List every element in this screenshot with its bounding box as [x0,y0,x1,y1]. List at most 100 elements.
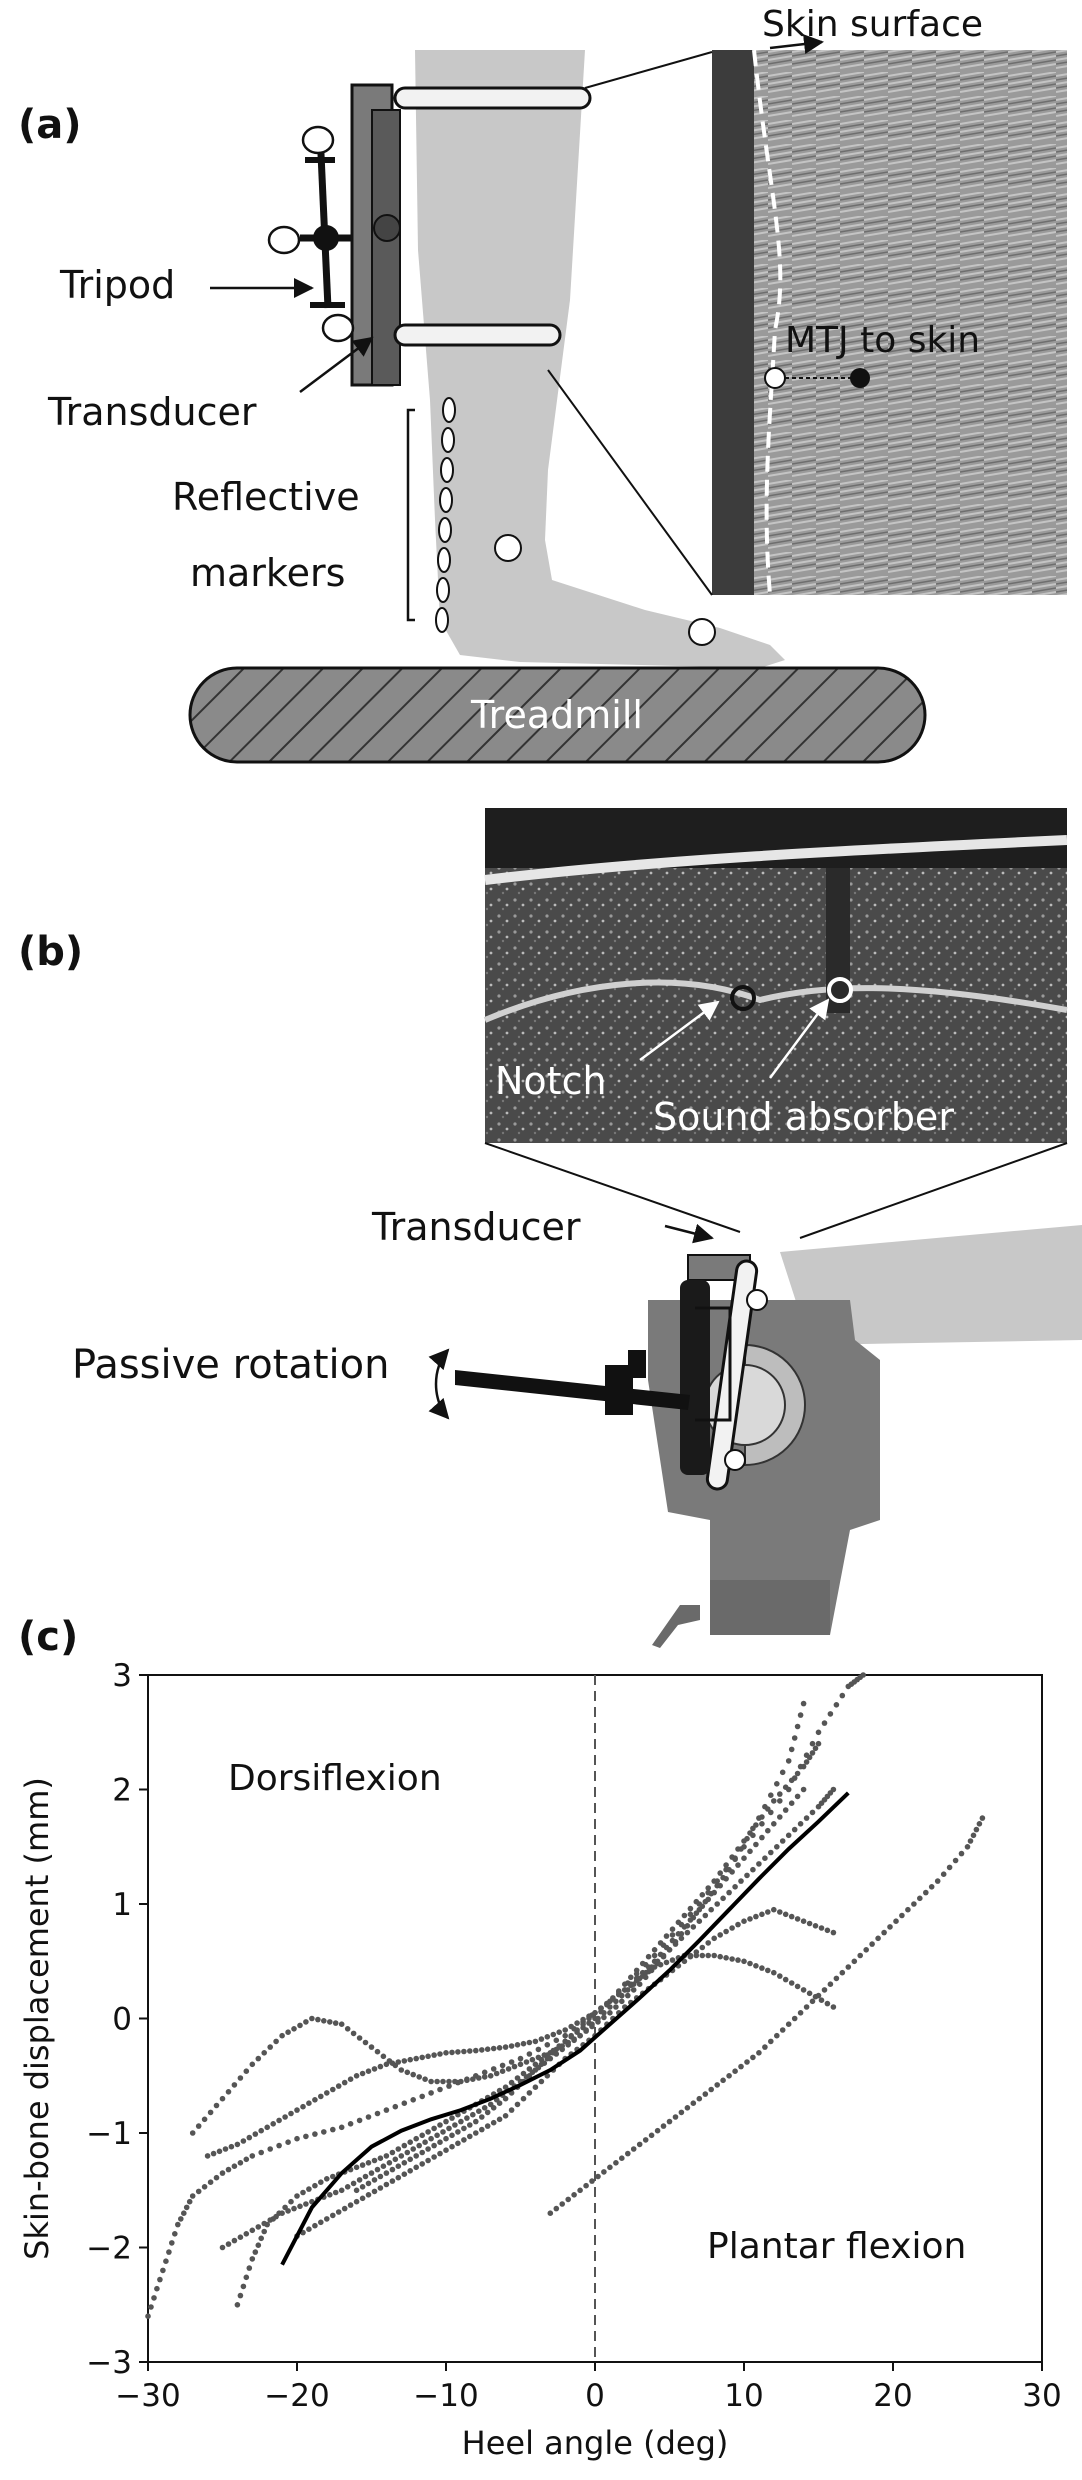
scatter-point [785,1832,792,1839]
scatter-point [717,1870,723,1876]
scatter-point [830,2004,837,2010]
scatter-point [148,2304,154,2310]
plantar-flexion-label: Plantar flexion [707,2226,966,2267]
scatter-point [273,2038,279,2045]
scatter-point [374,2166,381,2173]
transducer-label-b: Transducer [371,1205,581,1249]
scatter-point [774,2032,780,2039]
scatter-point [225,2166,232,2173]
scatter-point [636,2141,643,2148]
scatter-point [470,2076,476,2082]
scatter-point [756,1861,762,1867]
scatter-point [422,2076,428,2082]
scatter-point [473,2047,479,2054]
scatter-point [237,2160,244,2166]
scatter-point [720,1895,726,1902]
scatter-point [705,1940,711,1946]
scatter-point [413,2055,420,2062]
scatter-point [690,2100,697,2106]
scatter-point [416,2074,423,2080]
scatter-point [800,1700,807,1707]
scatter-point [285,2029,291,2035]
scatter-point [252,2249,259,2255]
scatter-point [347,2202,354,2208]
scatter-point [562,2027,568,2033]
scatter-point [410,2071,417,2078]
scatter-point [476,2075,482,2081]
lower-strap [393,323,562,347]
scatter-point [344,2184,351,2190]
scatter-point [240,2283,247,2290]
scatter-point [425,2129,431,2135]
scatter-point [264,2124,271,2131]
scatter-point [428,2135,434,2142]
scatter-point [791,2015,798,2022]
scatter-point [240,2138,247,2144]
scatter-point [800,1987,807,1993]
scatter-point [815,1729,822,1736]
scatter-point [338,2124,345,2131]
scatter-point [309,2015,315,2022]
scatter-point [338,2021,345,2027]
scatter-point [160,2267,166,2274]
scatter-point [628,1982,634,1989]
scatter-point [487,2073,494,2079]
scatter-point [771,1821,777,1827]
scatter-point [476,2108,482,2114]
scatter-point [422,2139,428,2145]
x-axis-label: Heel angle (deg) [462,2424,729,2462]
scatter-point [294,2107,300,2113]
scatter-point [335,2083,342,2089]
scatter-point [779,1838,786,1844]
scatter-point [255,2055,262,2062]
scatter-point [791,1735,798,1741]
scatter-point [473,2118,479,2125]
scatter-point [583,2182,589,2189]
y-tick-label: −1 [86,2116,132,2152]
scatter-point [514,2042,521,2048]
scatter-point [544,2034,551,2040]
scatter-point [803,1759,810,1765]
mtj-to-skin-label: MTJ to skin [785,320,980,361]
scatter-point [774,1781,780,1787]
scatter-point [839,1969,846,1976]
y-tick-label: 3 [112,1658,132,1694]
tripod [267,125,355,343]
scatter-point [651,1952,658,1959]
scatter-point [741,1838,747,1844]
scatter-point [881,1929,887,1936]
mtj-marker-filled [850,368,870,388]
scatter-point [571,2192,577,2198]
scatter-point [219,2170,226,2176]
scatter-point [633,1977,640,1984]
scatter-point [312,2131,318,2137]
scatter-point [684,2105,691,2111]
scatter-point [595,2015,601,2022]
scatter-point [699,1892,706,1898]
scatter-point [768,1849,774,1856]
scatter-point [568,2023,574,2030]
scatter-point [458,2118,464,2125]
scatter-point [833,1702,840,1708]
scatter-point [452,2078,458,2085]
scatter-point [258,2127,265,2134]
scatter-point [189,2193,196,2199]
scatter-point [547,2210,554,2216]
scatter-point [324,2216,330,2222]
scatter-point [365,2114,372,2120]
scatter-point [347,2121,354,2127]
scatter-point [681,1924,688,1930]
scatter-point [365,2192,372,2198]
scatter-point [353,2198,360,2205]
scatter-point [681,1958,688,1965]
scatter-point [207,2109,214,2116]
scatter-point [672,1941,679,1947]
scatter-point [481,2105,488,2111]
scatter-point [693,1952,700,1959]
scatter-point [771,1906,777,1913]
scatter-point [312,2182,318,2189]
scatter-point [657,1940,664,1946]
scatter-point [863,1947,869,1953]
scatter-point [452,2122,458,2128]
